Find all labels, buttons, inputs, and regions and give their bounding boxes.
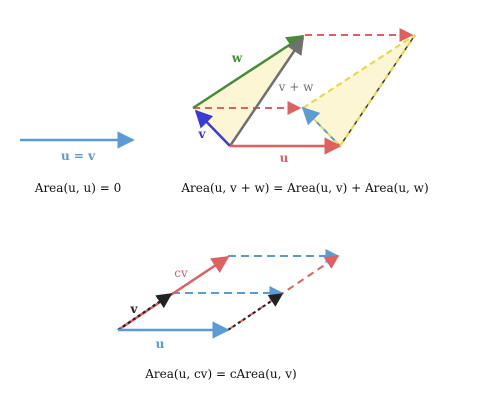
edge-top-dashed bbox=[302, 34, 416, 109]
vector-cv-arrow bbox=[117, 255, 230, 332]
label-u-equals-v: u = v bbox=[61, 149, 96, 163]
caption-area-scaling: Area(u, cv) = cArea(u, v) bbox=[144, 367, 296, 381]
caption-area-uu: Area(u, u) = 0 bbox=[34, 181, 121, 195]
panel-left: u = v Area(u, u) = 0 bbox=[20, 131, 135, 195]
label-cv: cv bbox=[174, 266, 188, 280]
triangle-area-u-w bbox=[193, 35, 305, 146]
panel-bottom: cv v u Area(u, cv) = cArea(u, v) bbox=[117, 249, 340, 381]
small-blue-arrow bbox=[301, 106, 321, 126]
label-u: u bbox=[280, 151, 289, 165]
vector-v-plus-w-arrow bbox=[228, 36, 305, 147]
panel-right: w v + w v u Area(u, v + w) = Area(u, v) … bbox=[180, 28, 429, 195]
vector-v-arrow bbox=[194, 109, 231, 147]
label-v: v bbox=[198, 127, 207, 141]
dashed-arrow-right-v bbox=[227, 293, 284, 331]
label-u-bottom: u bbox=[156, 337, 165, 351]
triangle-area-shifted bbox=[301, 34, 416, 148]
vector-w-arrow bbox=[192, 34, 305, 110]
caption-area-linearity: Area(u, v + w) = Area(u, v) + Area(u, w) bbox=[180, 181, 428, 195]
dashed-arrow-right-cv bbox=[227, 255, 340, 331]
label-w: w bbox=[231, 51, 243, 65]
label-v-plus-w: v + w bbox=[278, 80, 314, 94]
edge-right-dashed bbox=[339, 34, 416, 147]
label-v-bottom: v bbox=[130, 302, 139, 316]
vector-v-bottom-arrow bbox=[117, 293, 173, 331]
